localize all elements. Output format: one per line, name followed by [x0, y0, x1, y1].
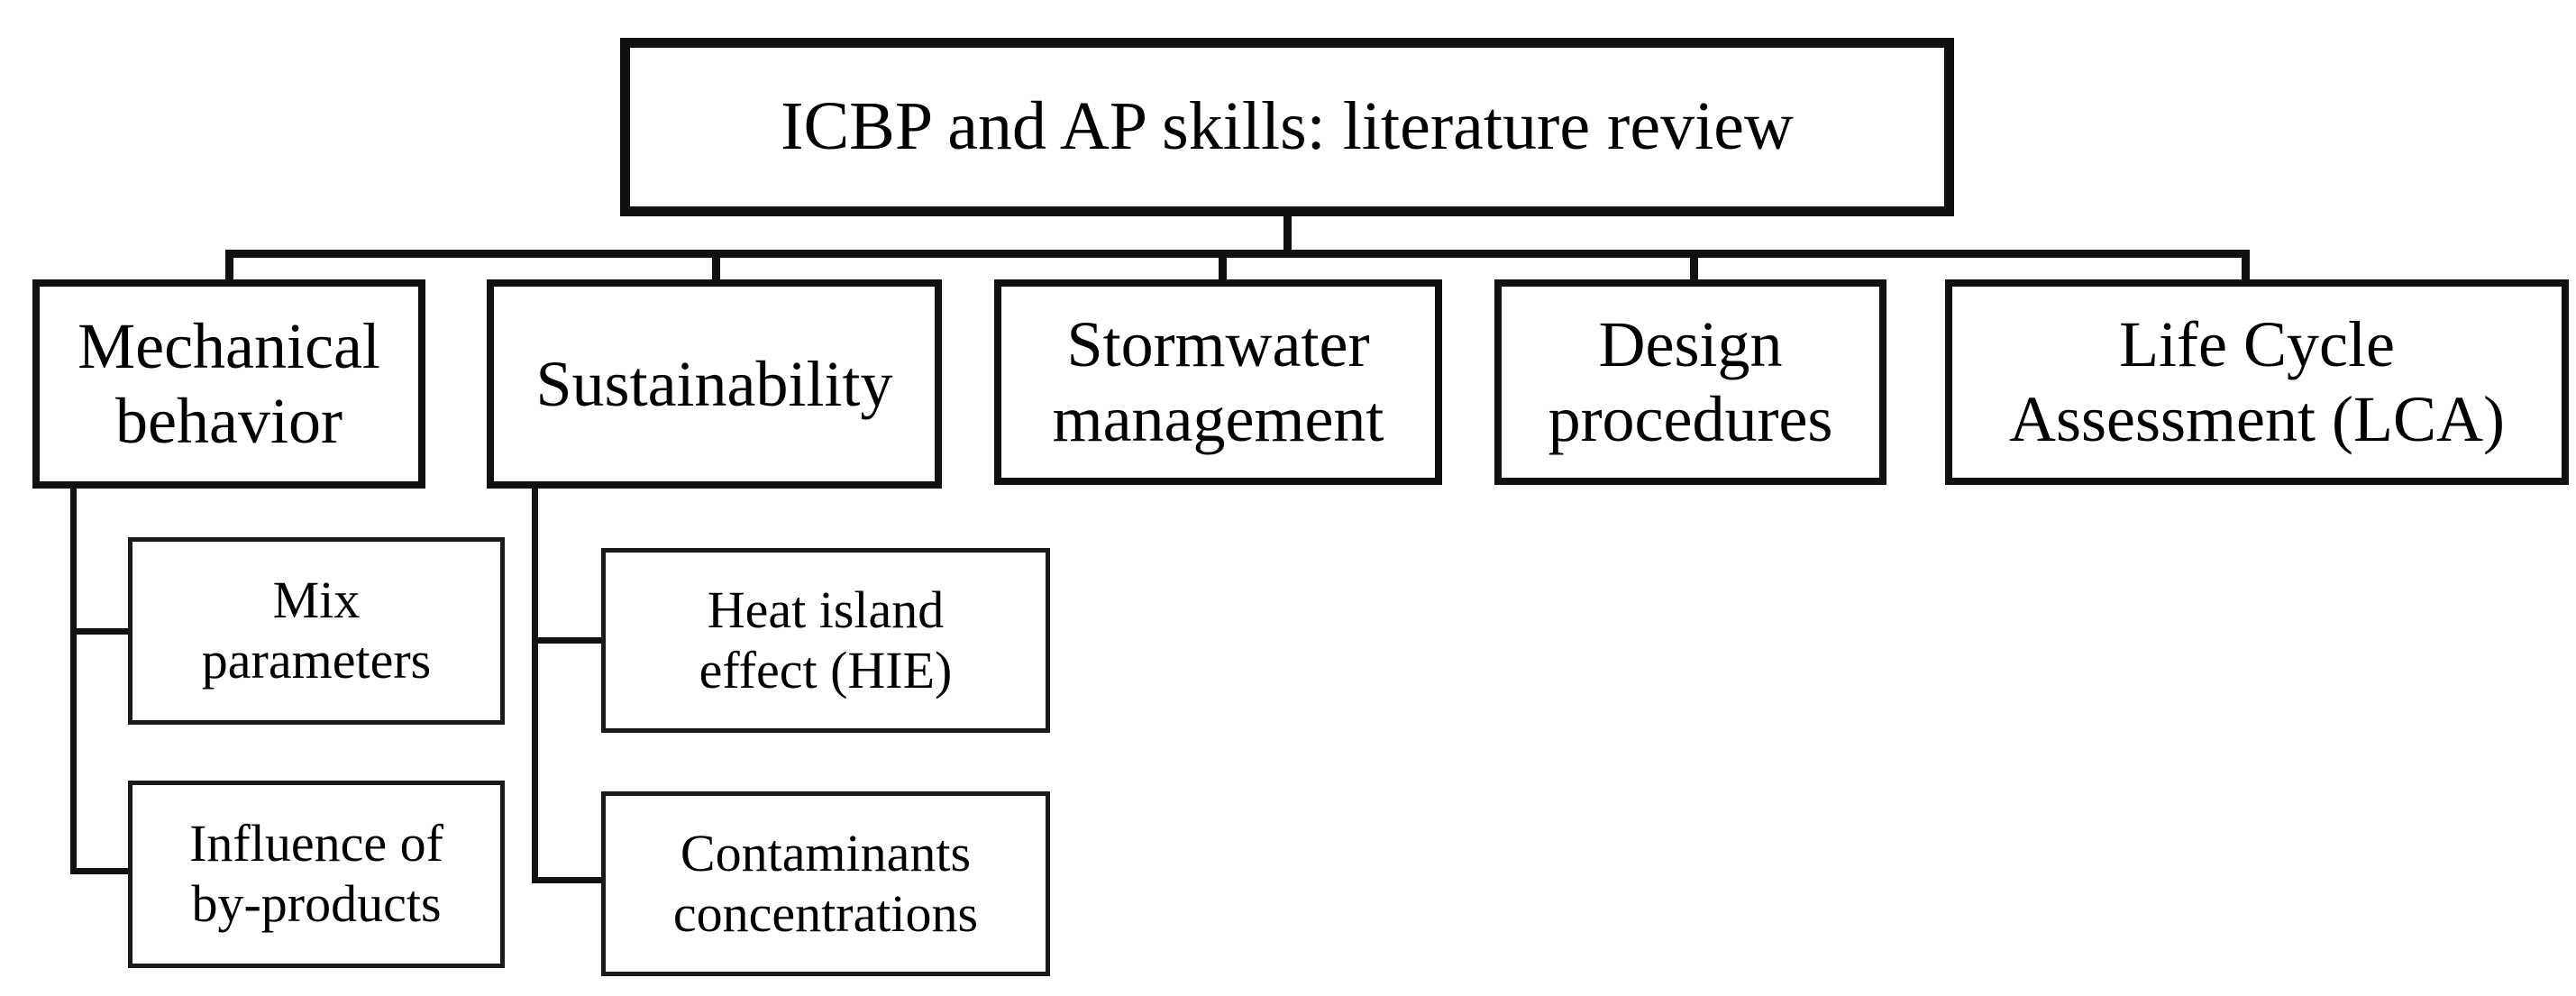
node-mechanical-behavior-label: Mechanical behavior: [78, 310, 380, 457]
connector-root-stem: [1283, 216, 1292, 256]
connector-sustainability-to-contaminants: [532, 877, 604, 883]
node-contaminants-concentrations-label: Contaminants concentrations: [672, 823, 979, 943]
node-stormwater-management-label: Stormwater management: [1052, 308, 1384, 455]
connector-bus-to-mechanical: [225, 254, 233, 283]
node-mix-parameters: Mix parameters: [128, 537, 505, 725]
node-life-cycle-assessment-label: Life Cycle Assessment (LCA): [2009, 308, 2505, 455]
node-sustainability-label: Sustainability: [535, 347, 893, 420]
connector-bus-horizontal: [225, 250, 2250, 258]
node-stormwater-management: Stormwater management: [994, 279, 1442, 485]
node-root-label: ICBP and AP skills: literature review: [781, 88, 1794, 165]
node-heat-island-effect: Heat island effect (HIE): [601, 548, 1050, 733]
connector-mechanical-to-by-products: [70, 868, 132, 874]
connector-bus-to-design: [1690, 254, 1698, 283]
node-life-cycle-assessment: Life Cycle Assessment (LCA): [1945, 279, 2569, 485]
connector-bus-to-sustainability: [712, 254, 720, 283]
node-influence-of-by-products-label: Influence of by-products: [189, 814, 443, 933]
connector-sustainability-spine: [532, 487, 538, 883]
node-design-procedures-label: Design procedures: [1548, 308, 1833, 455]
node-design-procedures: Design procedures: [1494, 279, 1886, 485]
connector-mechanical-to-mix-parameters: [70, 628, 132, 635]
connector-bus-to-stormwater: [1219, 254, 1227, 283]
node-root-icbp-ap-skills: ICBP and AP skills: literature review: [620, 38, 1954, 216]
connector-bus-to-lca: [2242, 254, 2250, 283]
connector-sustainability-to-heat-island: [532, 637, 604, 644]
node-mechanical-behavior: Mechanical behavior: [32, 279, 425, 489]
connector-mechanical-spine: [70, 487, 77, 874]
node-heat-island-effect-label: Heat island effect (HIE): [699, 580, 953, 699]
node-influence-of-by-products: Influence of by-products: [128, 781, 505, 968]
node-mix-parameters-label: Mix parameters: [201, 571, 432, 690]
node-contaminants-concentrations: Contaminants concentrations: [601, 791, 1050, 976]
node-sustainability: Sustainability: [487, 279, 942, 489]
